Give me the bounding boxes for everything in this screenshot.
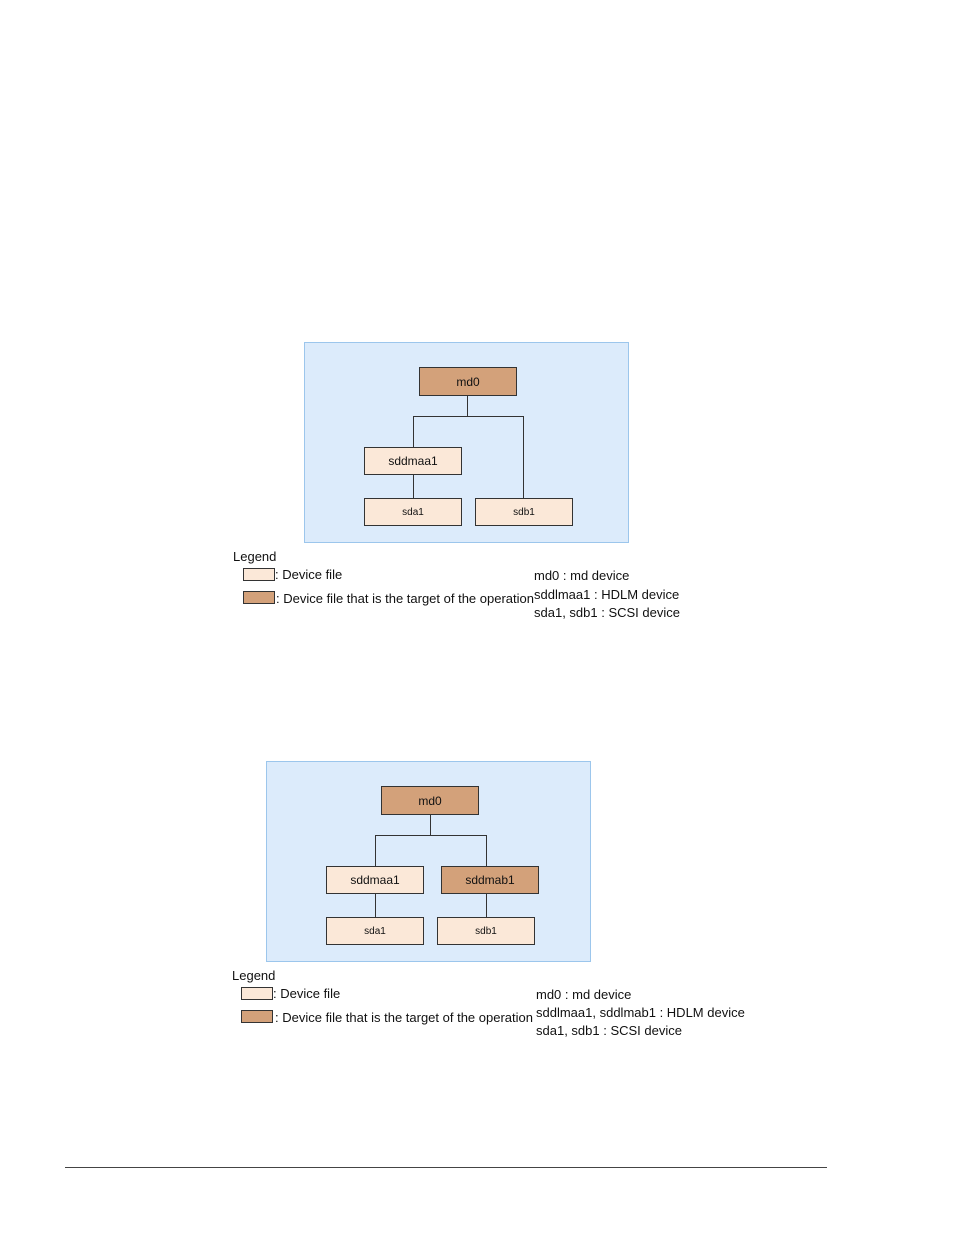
connector-md0-down bbox=[430, 815, 431, 836]
legend-label-device-file: : Device file bbox=[275, 567, 343, 582]
legend-label-target-file: : Device file that is the target of the … bbox=[276, 591, 534, 606]
legend-swatch-target-file bbox=[243, 591, 275, 604]
connector-to-sddmaa1 bbox=[413, 416, 414, 447]
description-scsi-device: sda1, sdb1 : SCSI device bbox=[536, 1023, 682, 1038]
connector-to-sdb1 bbox=[523, 416, 524, 498]
description-md-device: md0 : md device bbox=[536, 987, 632, 1002]
connector-to-sddmaa1 bbox=[375, 835, 376, 866]
description-hdlm-device: sddlmaa1, sddlmab1 : HDLM device bbox=[536, 1005, 745, 1020]
node-sddmaa1: sddmaa1 bbox=[326, 866, 424, 894]
legend-title: Legend bbox=[232, 968, 276, 983]
node-sda1: sda1 bbox=[364, 498, 462, 526]
node-md0: md0 bbox=[419, 367, 517, 396]
legend-swatch-device-file bbox=[243, 568, 275, 581]
description-scsi-device: sda1, sdb1 : SCSI device bbox=[534, 605, 680, 620]
legend-label-target-file: : Device file that is the target of the … bbox=[275, 1010, 533, 1025]
connector-sddmaa1-sda1 bbox=[413, 475, 414, 498]
node-md0: md0 bbox=[381, 786, 479, 815]
connector-to-sddmab1 bbox=[486, 835, 487, 866]
footer-divider bbox=[65, 1167, 827, 1168]
legend-swatch-target-file bbox=[241, 1010, 273, 1023]
connector-md0-down bbox=[467, 396, 468, 417]
description-md-device: md0 : md device bbox=[534, 568, 630, 583]
node-sda1: sda1 bbox=[326, 917, 424, 945]
description-hdlm-device: sddlmaa1 : HDLM device bbox=[534, 587, 680, 602]
legend-title: Legend bbox=[233, 549, 277, 564]
connector-horizontal bbox=[375, 835, 487, 836]
node-sddmab1: sddmab1 bbox=[441, 866, 539, 894]
connector-sddmaa1-sda1 bbox=[375, 894, 376, 917]
legend-swatch-device-file bbox=[241, 987, 273, 1000]
legend-label-device-file: : Device file bbox=[273, 986, 341, 1001]
connector-sddmab1-sdb1 bbox=[486, 894, 487, 917]
node-sdb1: sdb1 bbox=[475, 498, 573, 526]
node-sdb1: sdb1 bbox=[437, 917, 535, 945]
node-sddmaa1: sddmaa1 bbox=[364, 447, 462, 475]
connector-horizontal bbox=[413, 416, 524, 417]
